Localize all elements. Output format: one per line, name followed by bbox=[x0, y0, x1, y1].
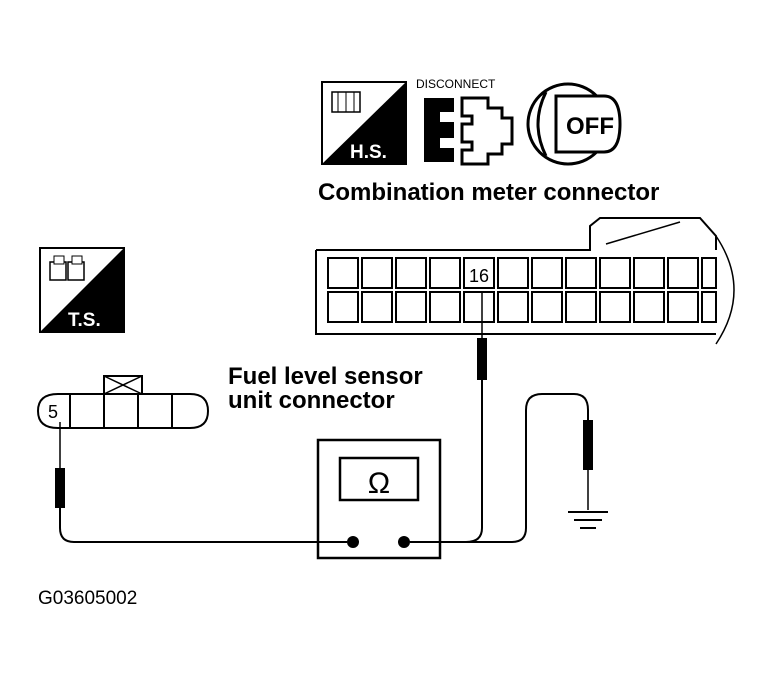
hs-badge-label: H.S. bbox=[350, 142, 387, 163]
meter-terminal-right bbox=[398, 536, 410, 548]
disconnect-label: DISCONNECT bbox=[416, 77, 496, 91]
ohmmeter: Ω bbox=[316, 438, 442, 560]
ground-lead bbox=[410, 393, 593, 543]
ignition-off-icon: OFF bbox=[526, 82, 622, 166]
combination-meter-connector: 16 bbox=[315, 217, 735, 345]
fuel-sensor-title-line1: Fuel level sensor bbox=[228, 363, 423, 390]
meter-terminal-left bbox=[347, 536, 359, 548]
ohm-symbol: Ω bbox=[368, 467, 390, 500]
sensor-pin-5-label: 5 bbox=[48, 402, 58, 422]
off-key-label: OFF bbox=[566, 113, 614, 140]
meter-pin-16-label: 16 bbox=[469, 266, 489, 286]
fuel-sensor-title-line2: unit connector bbox=[228, 387, 395, 414]
disconnect-icon: DISCONNECT bbox=[416, 77, 514, 166]
ts-badge-label: T.S. bbox=[68, 310, 101, 331]
left-test-lead bbox=[55, 422, 347, 543]
ground-symbol bbox=[568, 511, 608, 529]
terminal-side-icon: T.S. bbox=[39, 247, 125, 333]
figure-code: G03605002 bbox=[38, 588, 137, 609]
harness-side-icon: H.S. bbox=[321, 81, 407, 165]
fuel-sensor-connector: 5 bbox=[36, 375, 210, 429]
combination-meter-title: Combination meter connector bbox=[318, 179, 659, 206]
